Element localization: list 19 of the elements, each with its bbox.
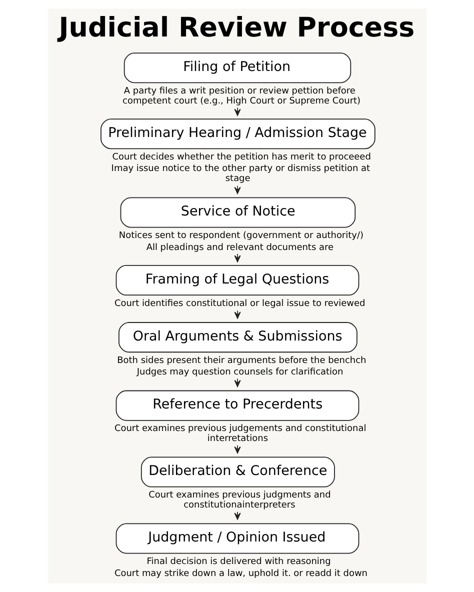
arrow [234,107,240,116]
node-label: Imay issue notice to the other party or dismiss petition at stage [110,164,370,184]
node-label: Final decision is delivered with reasoning [146,557,330,568]
arrow [234,253,240,262]
node-label: Court decides whether the petition has merit to proceeed [112,152,370,162]
arrow [234,511,240,520]
diagram-title: Judicial Review Process [58,12,414,44]
node-label: Notices sent to respondent (government or authority/) [118,231,363,242]
node-label: All pleadings and relevant documents are [146,242,333,253]
arrow [234,310,240,319]
node-label: Judges may question counsels for clarification [136,368,343,378]
node-label: Court may strike down a law, uphold it. or readd it down [114,568,368,579]
node-label: Court identifies constitutional or legal issue to reviewed [114,298,365,309]
node-label: Both sides present their arguments before the benchch [116,356,366,366]
node-label: A party files a writ pesition or review pettion before competent court (e.g., High Court or Supreme Court) [122,86,360,106]
node-label: Court examines previous judgments and constitutionainterpreters [148,490,330,511]
arrow [234,185,240,194]
arrow [234,444,240,454]
node-label: Court examines previous judgements and constitutional interretations [114,424,366,444]
